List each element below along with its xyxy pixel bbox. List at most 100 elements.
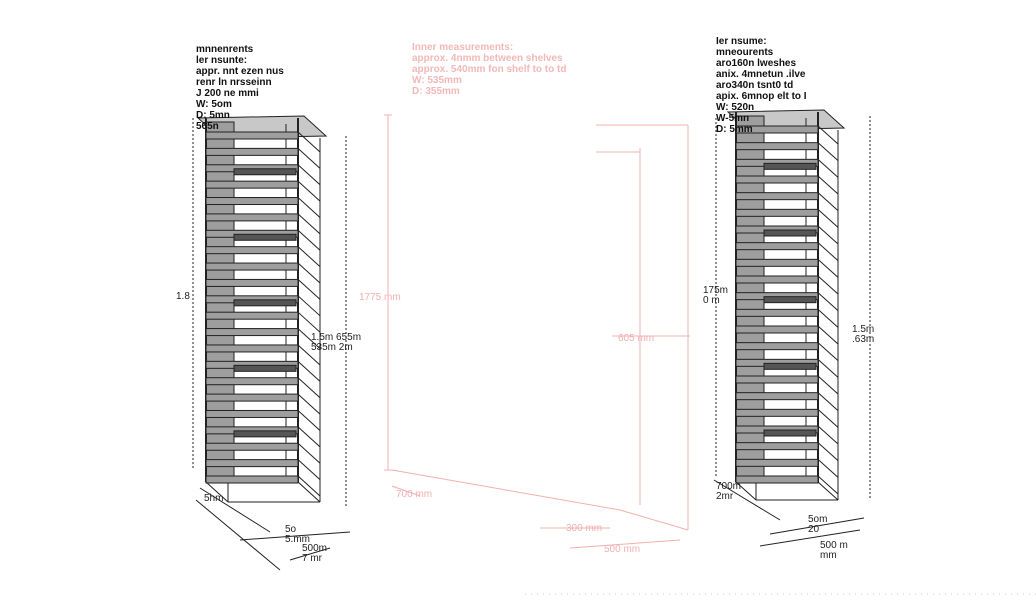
- left-unit-slat: [205, 409, 299, 418]
- right-dim-width-line: [759, 529, 861, 547]
- left-unit-slat-depth: [297, 279, 321, 300]
- left-unit-slat: [205, 213, 299, 222]
- left-unit-slat-depth: [297, 328, 321, 349]
- right-dim-depth-line: [769, 517, 865, 535]
- right-unit-slat-depth: [817, 175, 839, 195]
- right-unit-base-depth-left: [735, 481, 757, 501]
- right-unit-slat-depth: [817, 208, 839, 228]
- right-unit-slat: [735, 442, 819, 451]
- right-unit-slat: [735, 275, 819, 284]
- right-unit-slat-depth: [817, 225, 839, 245]
- left-unit-slat-depth: [297, 311, 321, 333]
- right-unit-slat-depth: [817, 358, 839, 378]
- right-unit-slat-depth: [817, 275, 839, 295]
- left-unit-slat-depth: [297, 213, 321, 235]
- left-dim-bottom-line: [199, 487, 271, 533]
- left-dim-width-line: [195, 499, 281, 571]
- right-unit-slat-depth: [817, 125, 839, 145]
- right-unit-slat: [735, 258, 819, 267]
- left-unit-slat-depth: [297, 197, 321, 218]
- left-unit-slat: [205, 377, 299, 386]
- right-unit-slat: [735, 208, 819, 217]
- middle-dim-width-line: [569, 539, 681, 549]
- right-unit-shelf-board: [763, 229, 817, 237]
- right-unit-slat-depth: [817, 392, 839, 412]
- right-unit-slat-depth: [817, 458, 839, 478]
- left-unit-slat-depth: [297, 131, 321, 153]
- right-unit-shelf-board: [763, 429, 817, 437]
- right-unit-slat-depth: [817, 442, 839, 462]
- right-unit-slat-depth: [817, 292, 839, 312]
- left-unit-slat-depth: [297, 459, 321, 480]
- left-unit-slat: [205, 311, 299, 320]
- right-unit-slat-depth: [817, 475, 839, 495]
- left-unit-note: mnnenrents ler nsunte: appr. nnt ezen nu…: [196, 44, 284, 132]
- right-height-label: 175m 0 m: [703, 285, 729, 306]
- right-unit-slat: [735, 142, 819, 151]
- left-unit-slat-depth: [297, 344, 321, 366]
- left-unit-slat-depth: [297, 148, 321, 169]
- left-dim-width-line-2: [289, 547, 331, 561]
- right-unit-slat: [735, 458, 819, 467]
- left-unit-slat: [205, 246, 299, 255]
- right-unit-slat: [735, 408, 819, 417]
- right-dim-bottom-line: [713, 479, 781, 521]
- left-unit-slat: [205, 459, 299, 468]
- left-unit-slat: [205, 147, 299, 156]
- right-unit-slat: [735, 325, 819, 334]
- left-unit-slat: [205, 475, 299, 484]
- left-unit-shelf-board: [233, 299, 297, 307]
- middle-bottom-label: 700 mm: [396, 489, 433, 500]
- left-unit-slat-depth: [297, 426, 321, 448]
- left-unit-slat-depth: [297, 393, 321, 415]
- right-unit-note: Ier nsume: mneourents aro160n lweshes an…: [716, 36, 807, 135]
- left-unit-slat: [205, 442, 299, 451]
- right-unit-slat-depth: [817, 375, 839, 395]
- left-unit-shelf-board: [233, 233, 297, 241]
- left-dim-depth-line: [239, 531, 351, 541]
- right-unit-slat-depth: [817, 325, 839, 345]
- right-unit-slat-depth: [817, 342, 839, 362]
- middle-unit-note: Inner measurements: approx. 4nmm between…: [412, 42, 567, 97]
- left-unit-slat-depth: [297, 246, 321, 268]
- left-unit-slat: [205, 393, 299, 402]
- right-height-right-label: 1.5m .63m: [852, 324, 875, 345]
- left-unit-shelf-board: [233, 168, 297, 176]
- left-unit-base-depth-left: [205, 481, 229, 503]
- right-unit-base-depth-right: [817, 481, 839, 501]
- left-unit-slat-depth: [297, 180, 321, 202]
- right-unit-slat-depth: [817, 425, 839, 445]
- left-unit-shelf-board: [233, 364, 297, 372]
- right-unit-slat: [735, 192, 819, 201]
- right-width-label: 500 m mm: [820, 540, 848, 561]
- right-unit-slat: [735, 308, 819, 317]
- right-unit-shelf-board: [763, 296, 817, 304]
- left-unit-slat-depth: [297, 164, 321, 186]
- right-unit-slat-depth: [817, 242, 839, 262]
- right-unit-slat: [735, 392, 819, 401]
- right-unit-slat-depth: [817, 142, 839, 162]
- left-unit-slat-depth: [297, 442, 321, 464]
- left-unit-slat-depth: [297, 410, 321, 431]
- middle-width-label: 500 mm: [604, 544, 641, 555]
- left-unit-slat: [205, 131, 299, 140]
- right-unit-slat: [735, 242, 819, 251]
- left-unit-shelf-board: [233, 430, 297, 438]
- right-unit-slat: [735, 175, 819, 184]
- left-unit-slat: [205, 262, 299, 271]
- right-unit-slat-depth: [817, 258, 839, 278]
- left-unit-slat-depth: [297, 377, 321, 399]
- right-unit-slat: [735, 125, 819, 134]
- left-width-label: 500m 7 mr: [302, 543, 328, 564]
- right-depth-label: 5om 20: [808, 514, 828, 535]
- left-unit-slat: [205, 278, 299, 287]
- right-unit-slat-depth: [817, 158, 839, 178]
- left-unit-slat-depth: [297, 475, 321, 497]
- left-unit-slat-depth: [297, 295, 321, 317]
- right-unit-slat: [735, 342, 819, 351]
- left-unit-slat: [205, 328, 299, 337]
- right-unit-slat: [735, 375, 819, 384]
- middle-height-label: 1775 mm: [359, 292, 401, 303]
- middle-outline-base-left: [391, 469, 621, 511]
